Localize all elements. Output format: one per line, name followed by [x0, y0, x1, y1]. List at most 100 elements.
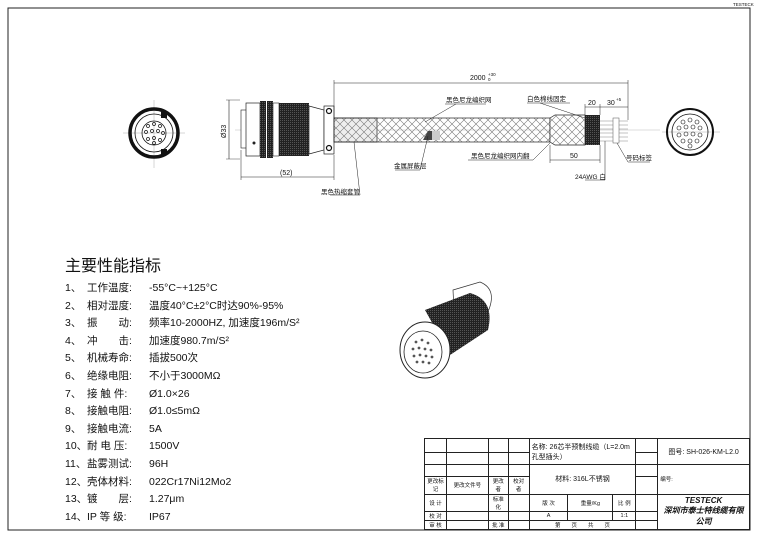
page: 第 页 共 页 — [528, 519, 637, 531]
drawing-frame — [7, 7, 751, 531]
spec-key: 接触电阻: — [87, 405, 132, 418]
spec-no: 10、 — [65, 440, 88, 453]
diameter-dimension: Ø33 — [221, 99, 240, 160]
spec-item: 4、冲 击: 加速度980.7m/S² — [65, 333, 300, 351]
scale-label: 比 例 — [612, 493, 637, 512]
connector-3d-view — [399, 281, 492, 379]
company-name: 深圳市泰士特线缆有限公司 — [663, 506, 744, 527]
change-mark: 更改标记 — [424, 476, 447, 495]
spec-key: 壳体材料: — [87, 475, 132, 488]
spec-no: 1、 — [65, 282, 82, 294]
dim-30-tol: +5 — [616, 97, 622, 102]
changer: 更改者 — [487, 476, 509, 495]
spec-item: 5、机械寿命: 插拔500次 — [65, 350, 300, 368]
spec-value: 不小于3000MΩ — [149, 369, 221, 382]
drawing-no-label: 图号: — [668, 448, 685, 456]
dim-20: 20 — [588, 100, 596, 107]
name-label: 名称: — [531, 443, 548, 451]
spec-item: 8、接触电阻: Ø1.0≤5mΩ — [65, 403, 300, 421]
spec-no: 8、 — [65, 405, 82, 418]
spec-no: 3、 — [65, 317, 82, 330]
label-inner-braid: 黑色尼龙编织网内翻 — [471, 151, 530, 160]
review: 审 核 — [424, 519, 447, 531]
spec-value: 温度40°C±2°C时达90%-95% — [149, 299, 284, 312]
spec-value: -55°C~+125°C — [149, 282, 218, 294]
cable — [333, 114, 628, 146]
spec-item: 13、镀 层: 1.27μm — [65, 491, 300, 509]
weight-label: 重量/Kg — [567, 493, 614, 512]
spec-key: IP 等 级: — [87, 510, 127, 523]
material: 316L不锈钢 — [573, 476, 610, 484]
design: 设 计 — [424, 493, 447, 512]
connector-rear-view-right — [662, 108, 720, 156]
spec-key: 接 触 件: — [87, 387, 128, 400]
spec-item: 1、工作温度: -55°C~+125°C — [65, 280, 300, 298]
label-number-tag: 号码标签 — [626, 153, 653, 162]
spec-value: 5A — [149, 422, 162, 435]
drawing-number: SH-026-KM-L2.0 — [686, 448, 739, 456]
label-wire: 24AWG 白 — [575, 172, 606, 181]
spec-value: IP67 — [149, 510, 171, 523]
spec-item: 3、振 动: 频率10-2000HZ, 加速度196m/S² — [65, 315, 300, 333]
brand: TESTECK — [684, 496, 723, 506]
spec-key: 镀 层: — [87, 493, 132, 506]
material-label: 材料: — [555, 476, 572, 484]
spec-no: 2、 — [65, 299, 82, 312]
scale: 1:1 — [612, 510, 637, 521]
label-heat-shrink: 黑色热缩套管 — [321, 187, 361, 196]
spec-no: 5、 — [65, 352, 82, 365]
dim-30: 30 — [607, 100, 615, 107]
spec-item: 14、IP 等 级: IP67 — [65, 509, 300, 527]
spec-item: 12、壳体材料:022Cr17Ni12Mo2 — [65, 474, 300, 492]
spec-key: 接触电流: — [87, 422, 132, 435]
spec-item: 9、接触电流:5A — [65, 421, 300, 439]
spec-key: 绝缘电阻: — [87, 369, 132, 382]
spec-no: 6、 — [65, 369, 82, 382]
spec-item: 10、耐 电 压: 1500V — [65, 438, 300, 456]
specs-title: 主要性能指标 — [65, 258, 162, 275]
spec-key: 相对湿度: — [87, 299, 132, 312]
spec-item: 6、绝缘电阻: 不小于3000MΩ — [65, 368, 300, 386]
spec-value: 1.27μm — [149, 493, 185, 506]
spec-item: 2、相对湿度: 温度40°C±2°C时达90%-95% — [65, 298, 300, 316]
spec-value: Ø1.0×26 — [149, 387, 190, 400]
overall-tol: +30 — [488, 72, 496, 77]
proof: 校 对 — [424, 510, 447, 521]
spec-no: 4、 — [65, 334, 82, 347]
label-metal-shield: 金属屏蔽层 — [394, 161, 427, 170]
product-name: 26芯半预制线缆（L=2.0m 孔型插头） — [531, 443, 630, 461]
spec-key: 工作温度: — [87, 282, 132, 294]
spec-value: 加速度980.7m/S² — [149, 334, 229, 347]
spec-value: Ø1.0≤5mΩ — [149, 405, 200, 418]
title-block: 名称: 26芯半预制线缆（L=2.0m 孔型插头） 图号: SH-026-KM-L… — [424, 437, 750, 531]
spec-key: 机械寿命: — [87, 352, 132, 365]
spec-key: 盐雾测试: — [87, 457, 132, 470]
spec-no: 7、 — [65, 387, 82, 400]
spec-value: 96H — [149, 457, 169, 470]
spec-no: 13、 — [65, 493, 88, 506]
dimension-lines — [240, 80, 650, 196]
spec-key: 振 动: — [87, 317, 132, 330]
spec-key: 冲 击: — [87, 334, 132, 347]
code-label: 编号: — [657, 464, 750, 495]
connector-side-view — [240, 101, 335, 158]
spec-no: 11、 — [65, 457, 87, 470]
approve: 批 准 — [487, 519, 509, 531]
corner-mark: TESTECK — [733, 2, 754, 7]
spec-item: 11、盐雾测试: 96H — [65, 456, 300, 474]
spec-value: 插拔500次 — [149, 352, 199, 365]
performance-specs: 主要性能指标 1、工作温度: -55°C~+125°C 2、相对湿度: 温度40°C±… — [65, 252, 300, 526]
spec-value: 频率10-2000HZ, 加速度196m/S² — [149, 317, 300, 330]
spec-value: 1500V — [149, 440, 180, 453]
connector-length: (52) — [280, 170, 292, 177]
connector-front-view-left — [123, 100, 185, 168]
diameter: Ø33 — [221, 125, 228, 138]
spec-key: 耐 电 压: — [87, 440, 128, 453]
change-doc: 更改文件号 — [445, 476, 489, 495]
spec-item: 7、接 触 件: Ø1.0×26 — [65, 386, 300, 404]
version: A — [528, 510, 569, 521]
spec-no: 14、 — [65, 510, 88, 523]
spec-no: 12、 — [65, 475, 88, 488]
length-dimension: 2000 — [470, 75, 486, 82]
